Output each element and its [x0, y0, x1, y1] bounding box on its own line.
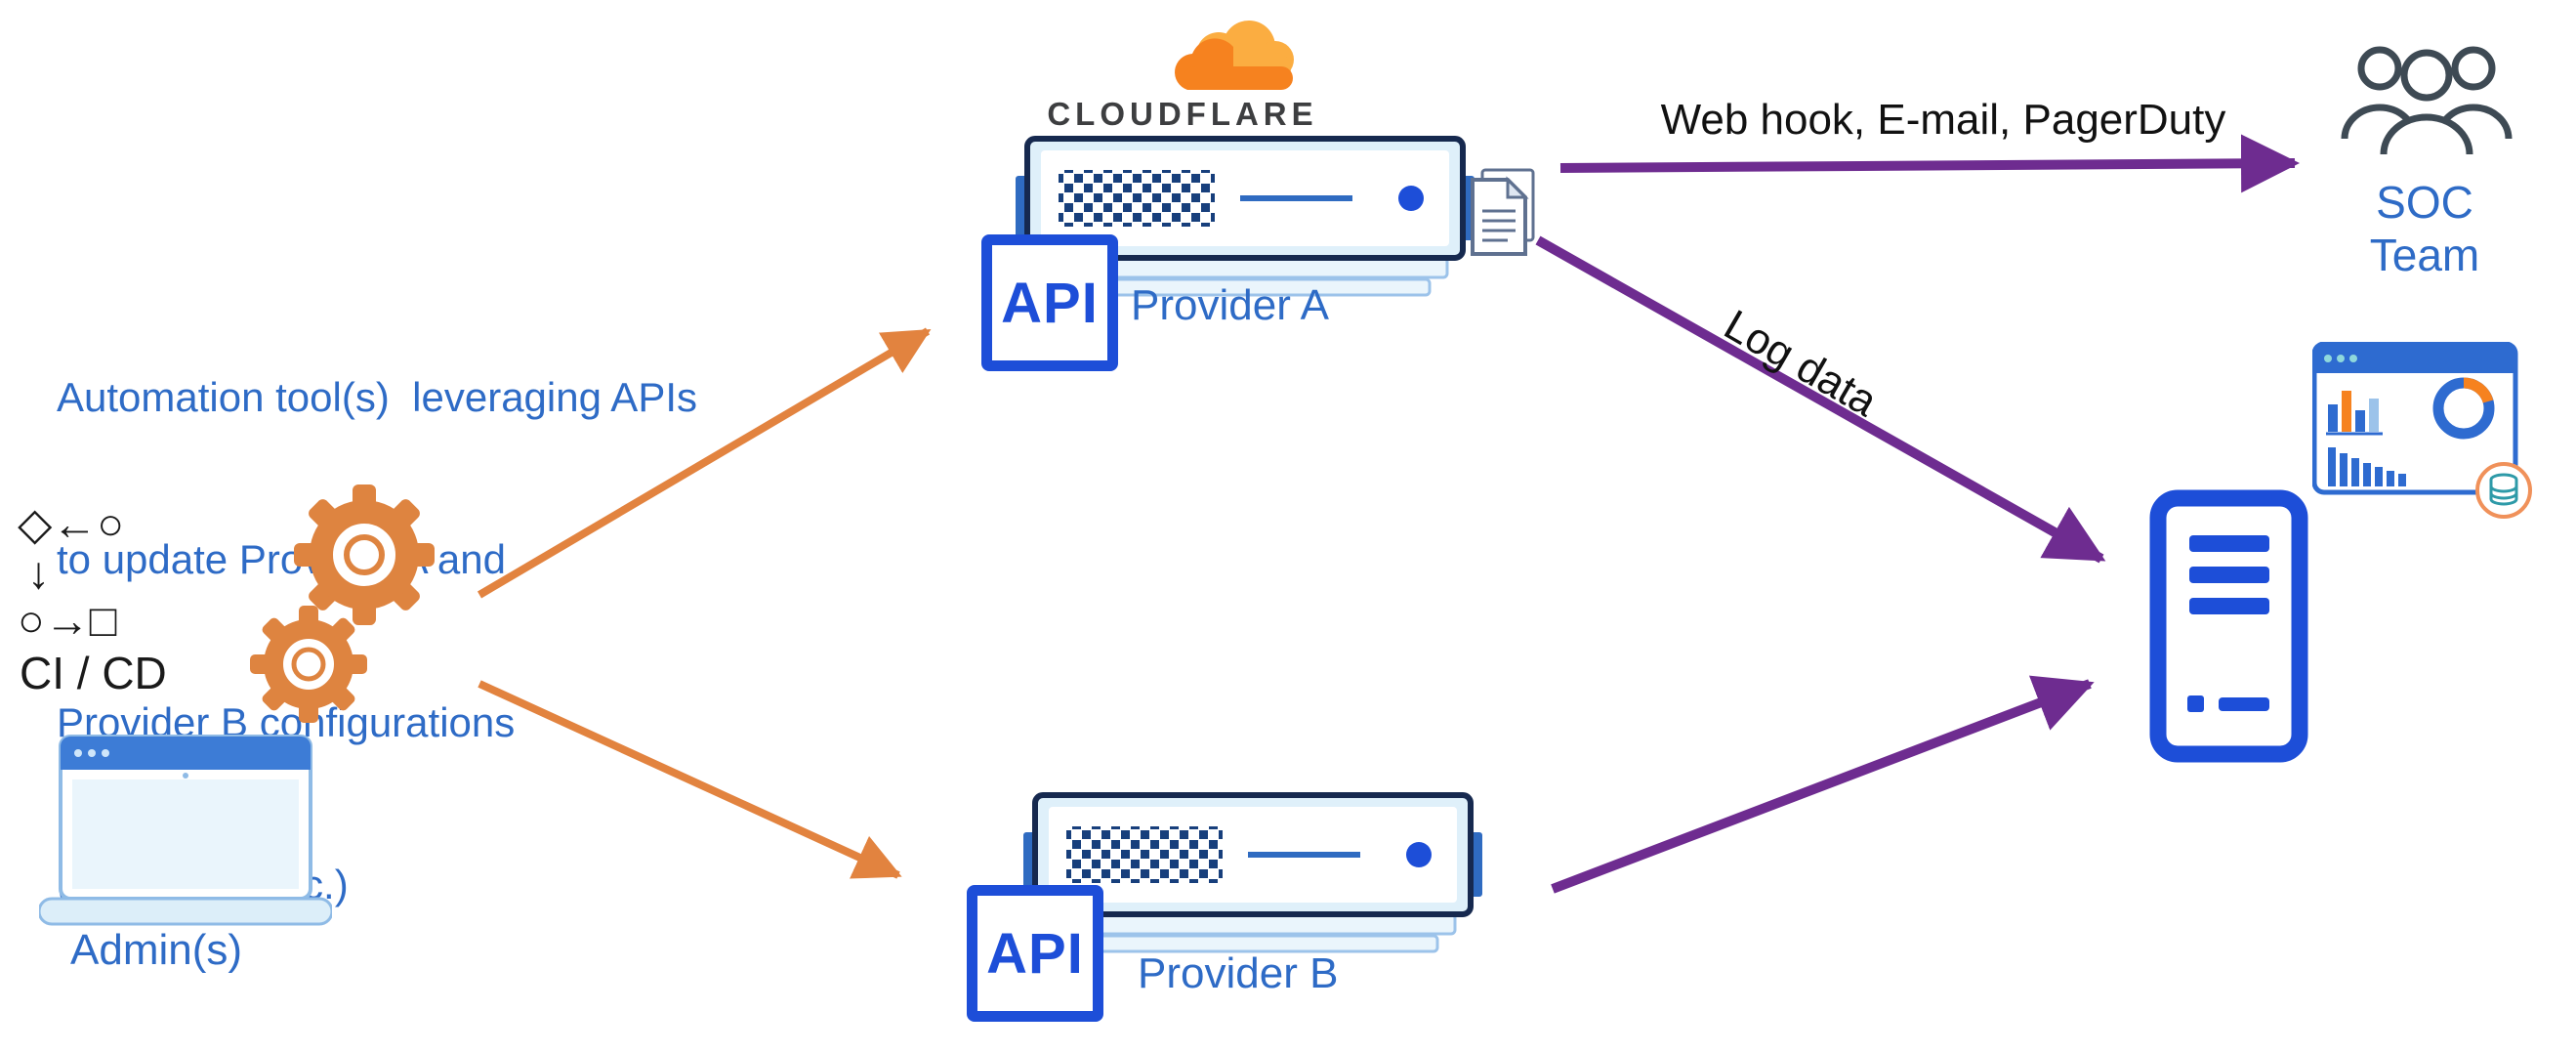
dashboard-analytics-icon [2312, 342, 2532, 519]
soc-team-icon [2341, 46, 2513, 155]
mini-donut-chart [2432, 377, 2495, 440]
provider-b-label: Provider B [1138, 949, 1339, 997]
gear-small [250, 606, 367, 723]
automation-note-line: Automation tool(s) leveraging APIs [57, 373, 698, 420]
cicd-label: CI / CD [20, 648, 167, 698]
api-badge: API [981, 234, 1118, 371]
arrow-logdata-to-siem [1535, 235, 2106, 564]
server-provider-b-icon [1023, 792, 1482, 953]
gear-large [294, 484, 435, 625]
api-badge-label: API [986, 921, 1084, 986]
arrow-automation-to-provider-b [478, 680, 902, 879]
cicd-flow-row2: ○→□ [18, 595, 117, 647]
siem-server-icon [2149, 489, 2308, 763]
cloudflare-logo-icon [1175, 21, 1294, 90]
arrow-provider-b-to-siem [1551, 675, 2095, 894]
mini-trend-bars [2328, 447, 2406, 486]
server-provider-a-icon [1016, 136, 1475, 297]
soc-team-label: SOC Team [2369, 177, 2480, 280]
cicd-flow-down-arrow: ↓ [27, 546, 50, 598]
arrow-automation-to-provider-a [477, 327, 932, 599]
cicd-flow-icon: ◇←○ ↓ ○→□ [18, 498, 125, 647]
api-badge-label: API [1001, 271, 1099, 335]
laptop-icon [39, 735, 332, 926]
provider-a-label: Provider A [1131, 281, 1329, 329]
admins-label: Admin(s) [70, 926, 243, 974]
cicd-flow-row1: ◇←○ [18, 498, 125, 549]
log-document-icon [1471, 168, 1535, 256]
cloudflare-wordmark: CLOUDFLARE [1047, 96, 1318, 132]
gears-icon [250, 484, 435, 723]
mini-bar-chart [2326, 391, 2383, 436]
api-badge: API [967, 885, 1103, 1022]
arrow-webhook-to-soc [1559, 134, 2300, 193]
database-badge-icon [2475, 462, 2532, 519]
webhook-flow-label: Web hook, E-mail, PagerDuty [1660, 96, 2226, 144]
